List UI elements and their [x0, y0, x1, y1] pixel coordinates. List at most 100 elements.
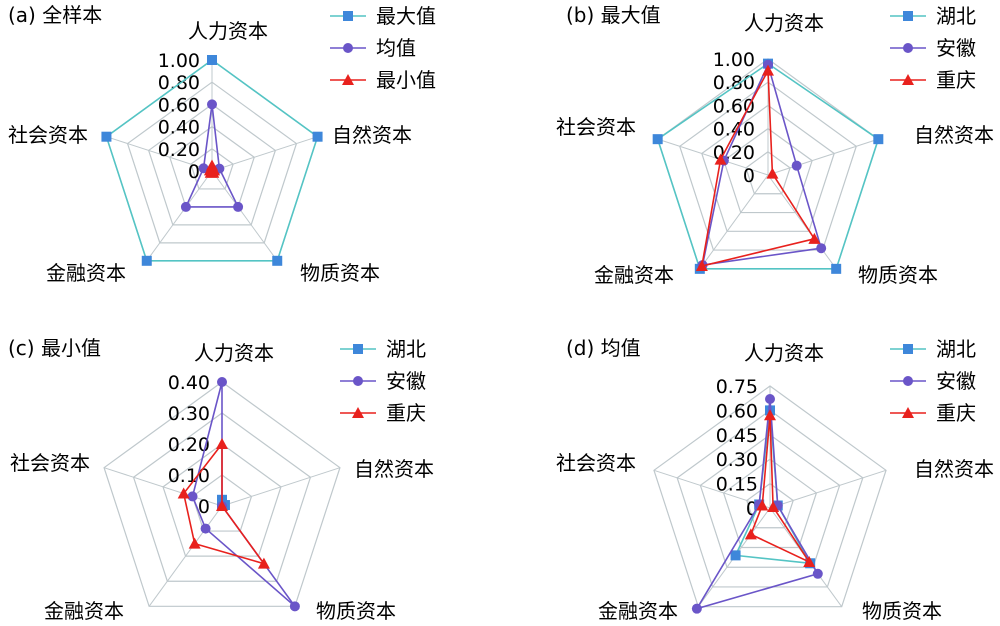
- data-point: [764, 409, 776, 421]
- grid-ring: [103, 381, 341, 607]
- legend-marker: [903, 11, 913, 21]
- axis-label: 物质资本: [858, 263, 938, 287]
- grid-spoke: [146, 170, 213, 262]
- grid-spoke: [653, 469, 771, 509]
- grid-spoke: [148, 505, 223, 607]
- data-point: [203, 164, 216, 176]
- data-point: [207, 55, 217, 65]
- legend-label: 湖北: [936, 337, 976, 361]
- series-line: [184, 104, 240, 208]
- r-tick-label: 0: [198, 496, 210, 518]
- r-tick-label: 0.40: [713, 119, 755, 141]
- legend-label: 重庆: [936, 68, 976, 92]
- data-point: [831, 263, 842, 274]
- data-point: [791, 160, 802, 171]
- legend-marker: [352, 407, 364, 418]
- radar-panel-2: (b) 最大值00.200.400.600.801.00人力资本自然资本物质资本…: [556, 3, 994, 287]
- panel-title: (c) 最小值: [8, 336, 101, 360]
- data-point: [177, 487, 190, 499]
- legend-label: 安徽: [936, 369, 976, 393]
- grid-spoke: [106, 136, 213, 172]
- axis-label: 人力资本: [188, 19, 268, 43]
- panel-title: (b) 最大值: [566, 3, 661, 27]
- series-line: [105, 59, 319, 262]
- radar-panel-3: (c) 最小值00.100.200.300.40人力资本自然资本物质资本金融资本…: [8, 336, 434, 623]
- legend-label: 最大值: [376, 4, 436, 28]
- axis-label: 自然资本: [354, 457, 434, 481]
- legend-marker: [902, 407, 914, 418]
- axis-label: 金融资本: [598, 599, 678, 623]
- grid-ring: [745, 151, 791, 195]
- data-point: [312, 131, 323, 142]
- series-line: [749, 415, 812, 564]
- grid-spoke: [767, 174, 837, 270]
- grid-ring: [126, 81, 298, 244]
- axis-label: 社会资本: [10, 451, 90, 475]
- grid-ring: [653, 385, 887, 608]
- data-point: [180, 201, 191, 212]
- r-tick-label: 0.60: [158, 94, 200, 116]
- r-tick-label: 1.00: [158, 50, 200, 72]
- legend-entry: 湖北: [890, 337, 976, 361]
- axis-label: 社会资本: [556, 115, 636, 139]
- axis-label: 人力资本: [194, 341, 274, 365]
- legend-marker: [903, 376, 913, 386]
- axis-label: 自然资本: [914, 457, 994, 481]
- data-point: [141, 255, 152, 266]
- data-point: [744, 528, 757, 540]
- legend-label: 安徽: [936, 36, 976, 60]
- r-tick-label: 0.15: [716, 474, 758, 496]
- r-tick-label: 0.40: [158, 117, 200, 139]
- radar-panel-1: (a) 全样本00.200.400.600.801.00人力资本自然资本物质资本…: [8, 3, 436, 285]
- data-point: [695, 260, 708, 272]
- legend-entry: 安徽: [890, 36, 976, 60]
- legend-entry: 最小值: [330, 68, 436, 92]
- legend-entry: 安徽: [890, 369, 976, 393]
- data-point: [765, 394, 775, 405]
- legend-entry: 安徽: [340, 369, 426, 393]
- data-point: [233, 201, 244, 212]
- legend-entry: 湖北: [340, 337, 426, 361]
- data-point: [816, 243, 827, 254]
- grid-ring: [162, 443, 282, 557]
- legend-marker: [342, 74, 354, 85]
- data-point: [216, 500, 228, 511]
- data-point: [101, 131, 112, 142]
- data-point: [767, 500, 780, 512]
- legend-entry: 均值: [330, 36, 416, 60]
- legend-marker: [903, 344, 913, 354]
- legend-label: 重庆: [936, 401, 976, 425]
- legend-entry: 湖北: [890, 4, 976, 28]
- data-point: [200, 523, 211, 534]
- r-tick-label: 0.20: [158, 139, 200, 161]
- grid-ring: [722, 458, 818, 549]
- grid-spoke: [769, 469, 887, 509]
- data-point: [766, 167, 779, 179]
- grid-spoke: [211, 170, 278, 262]
- data-point: [198, 163, 209, 174]
- axis-label: 金融资本: [46, 261, 126, 285]
- series-line: [695, 398, 820, 611]
- axis-label: 社会资本: [8, 123, 88, 147]
- series-2: [180, 99, 244, 212]
- axis-label: 自然资本: [332, 123, 412, 147]
- series-line: [700, 67, 816, 268]
- grid-ring: [701, 104, 835, 232]
- r-tick-label: 0.60: [716, 400, 758, 422]
- grid-ring: [191, 474, 253, 532]
- grid-spoke: [699, 174, 769, 270]
- series-3: [203, 159, 221, 178]
- data-point: [691, 603, 702, 614]
- grid-ring: [699, 434, 841, 568]
- r-tick-label: 0.75: [716, 376, 758, 398]
- r-tick-label: 0.30: [168, 403, 210, 425]
- grid-ring: [147, 103, 277, 226]
- grid-spoke: [221, 467, 341, 507]
- data-point: [803, 555, 816, 567]
- series-1: [101, 55, 323, 266]
- axis-label: 金融资本: [594, 263, 674, 287]
- legend-marker: [343, 43, 353, 53]
- r-tick-label: 1.00: [713, 49, 755, 71]
- legend-label: 湖北: [936, 4, 976, 28]
- r-tick-label: 0.80: [713, 72, 755, 94]
